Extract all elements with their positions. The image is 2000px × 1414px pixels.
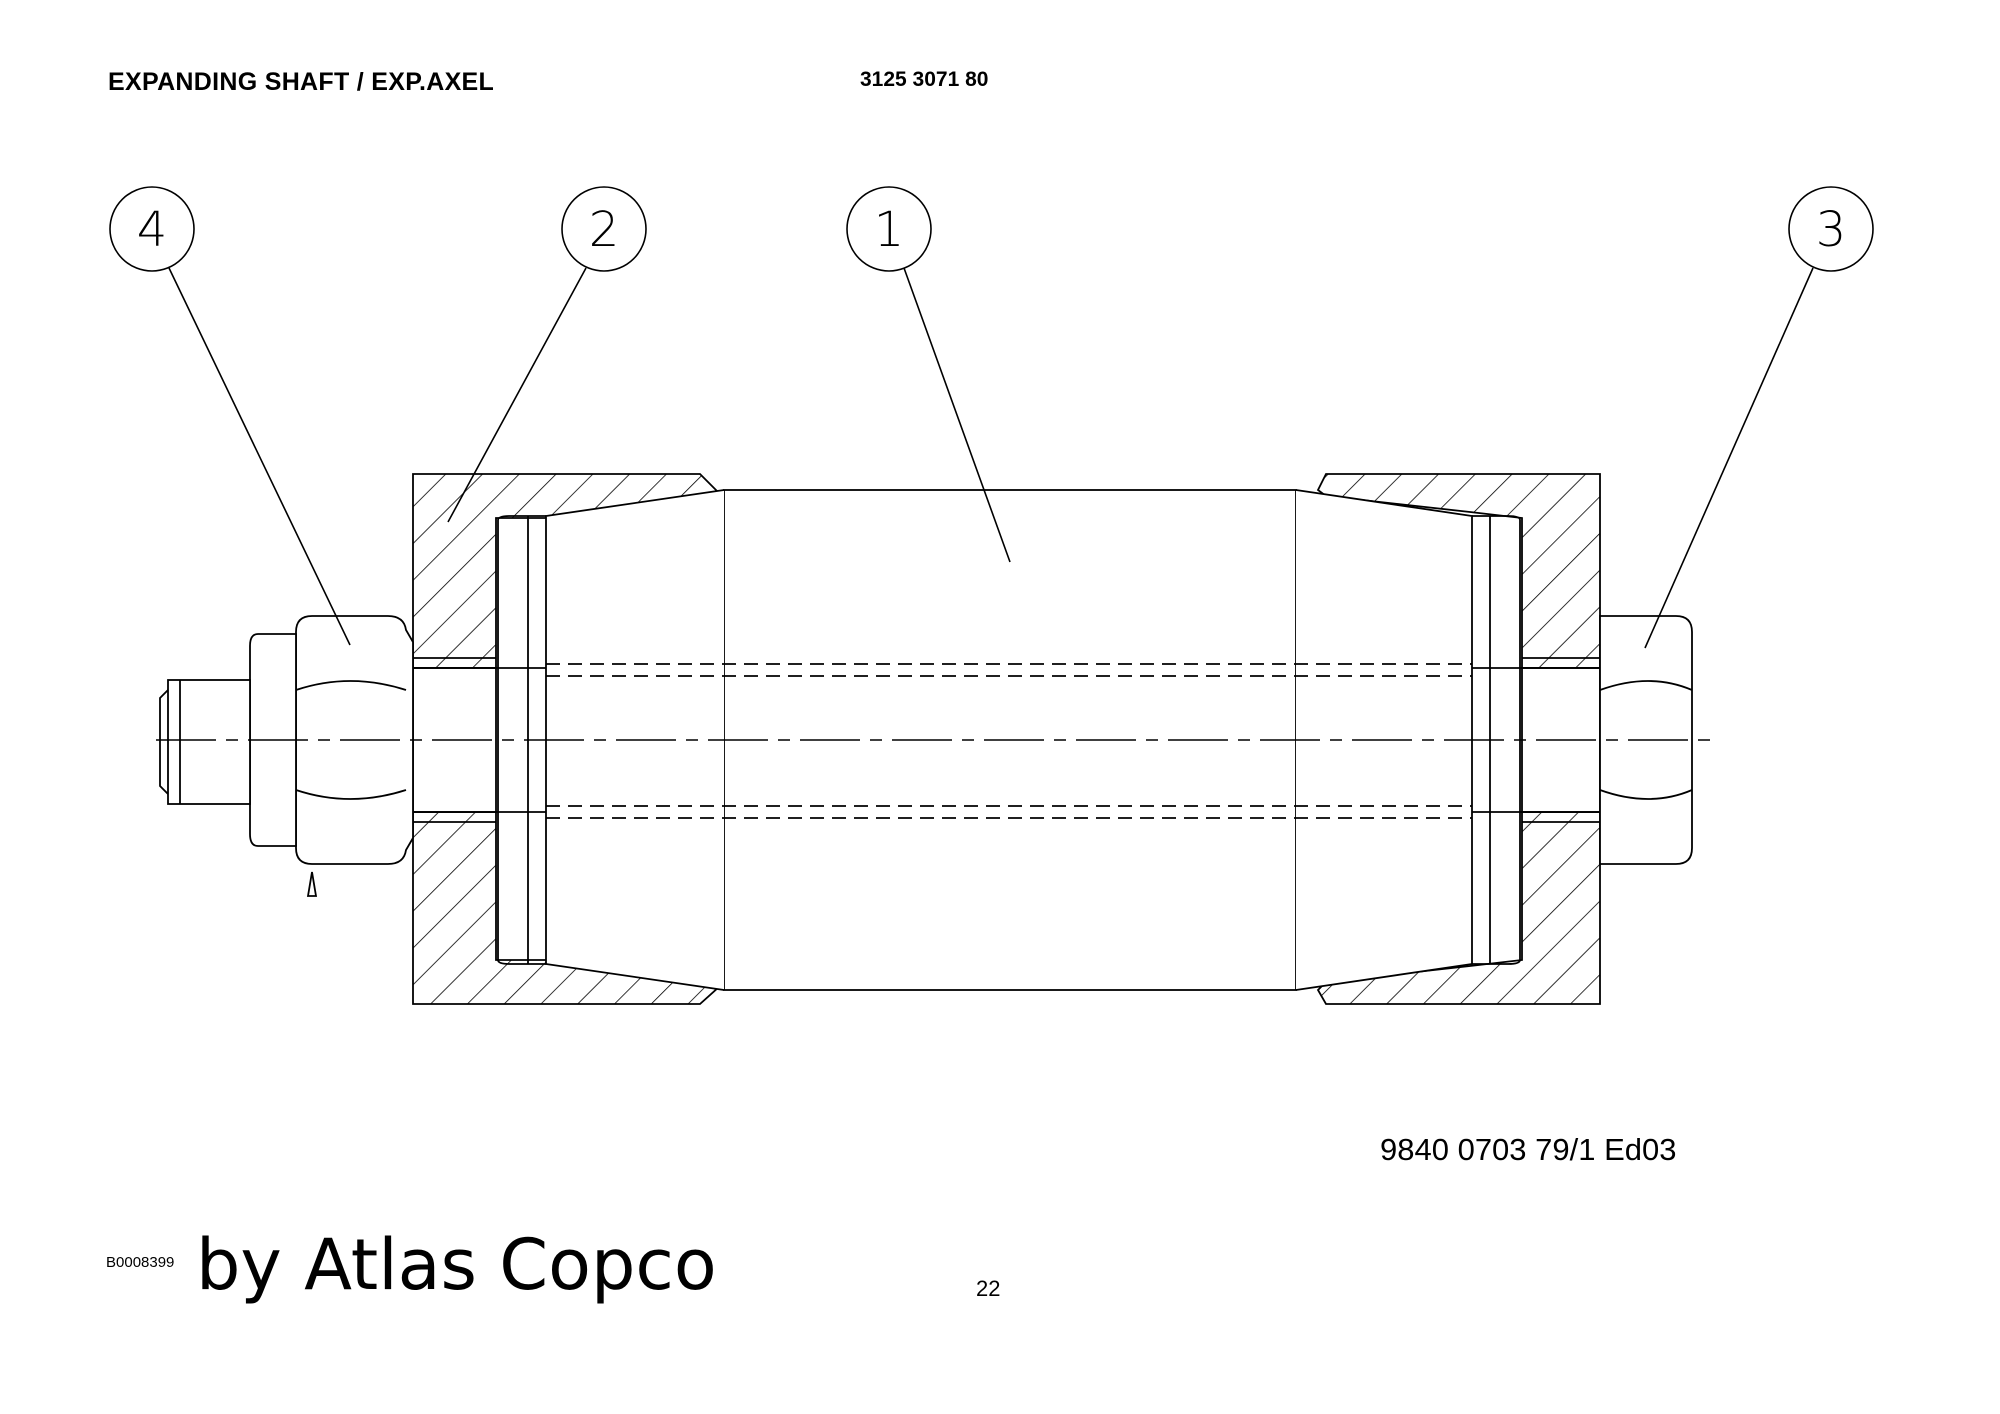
- callout-2-circle: [561, 186, 647, 272]
- part-number: 3125 3071 80: [860, 68, 989, 91]
- callout-2-leader: [447, 267, 587, 523]
- callout-4-label: 4: [137, 202, 168, 258]
- callout-4-circle: [109, 186, 195, 272]
- callout-1-circle: [846, 186, 932, 272]
- callout-3-leader: [1644, 267, 1814, 649]
- brand-text: by Atlas Copco: [196, 1224, 717, 1306]
- callout-1-leader: [903, 267, 1011, 563]
- document-reference: 9840 0703 79/1 Ed03: [1380, 1132, 1677, 1167]
- callout-3-label: 3: [1816, 202, 1847, 258]
- page-number: 22: [976, 1276, 1001, 1301]
- callout-1-label: 1: [874, 202, 905, 258]
- callout-3-circle: [1788, 186, 1874, 272]
- callout-2-label: 2: [589, 202, 620, 258]
- drawing-title: EXPANDING SHAFT / EXP.AXEL: [108, 68, 495, 96]
- callout-4-leader: [168, 267, 351, 646]
- image-id: B0008399: [106, 1254, 175, 1271]
